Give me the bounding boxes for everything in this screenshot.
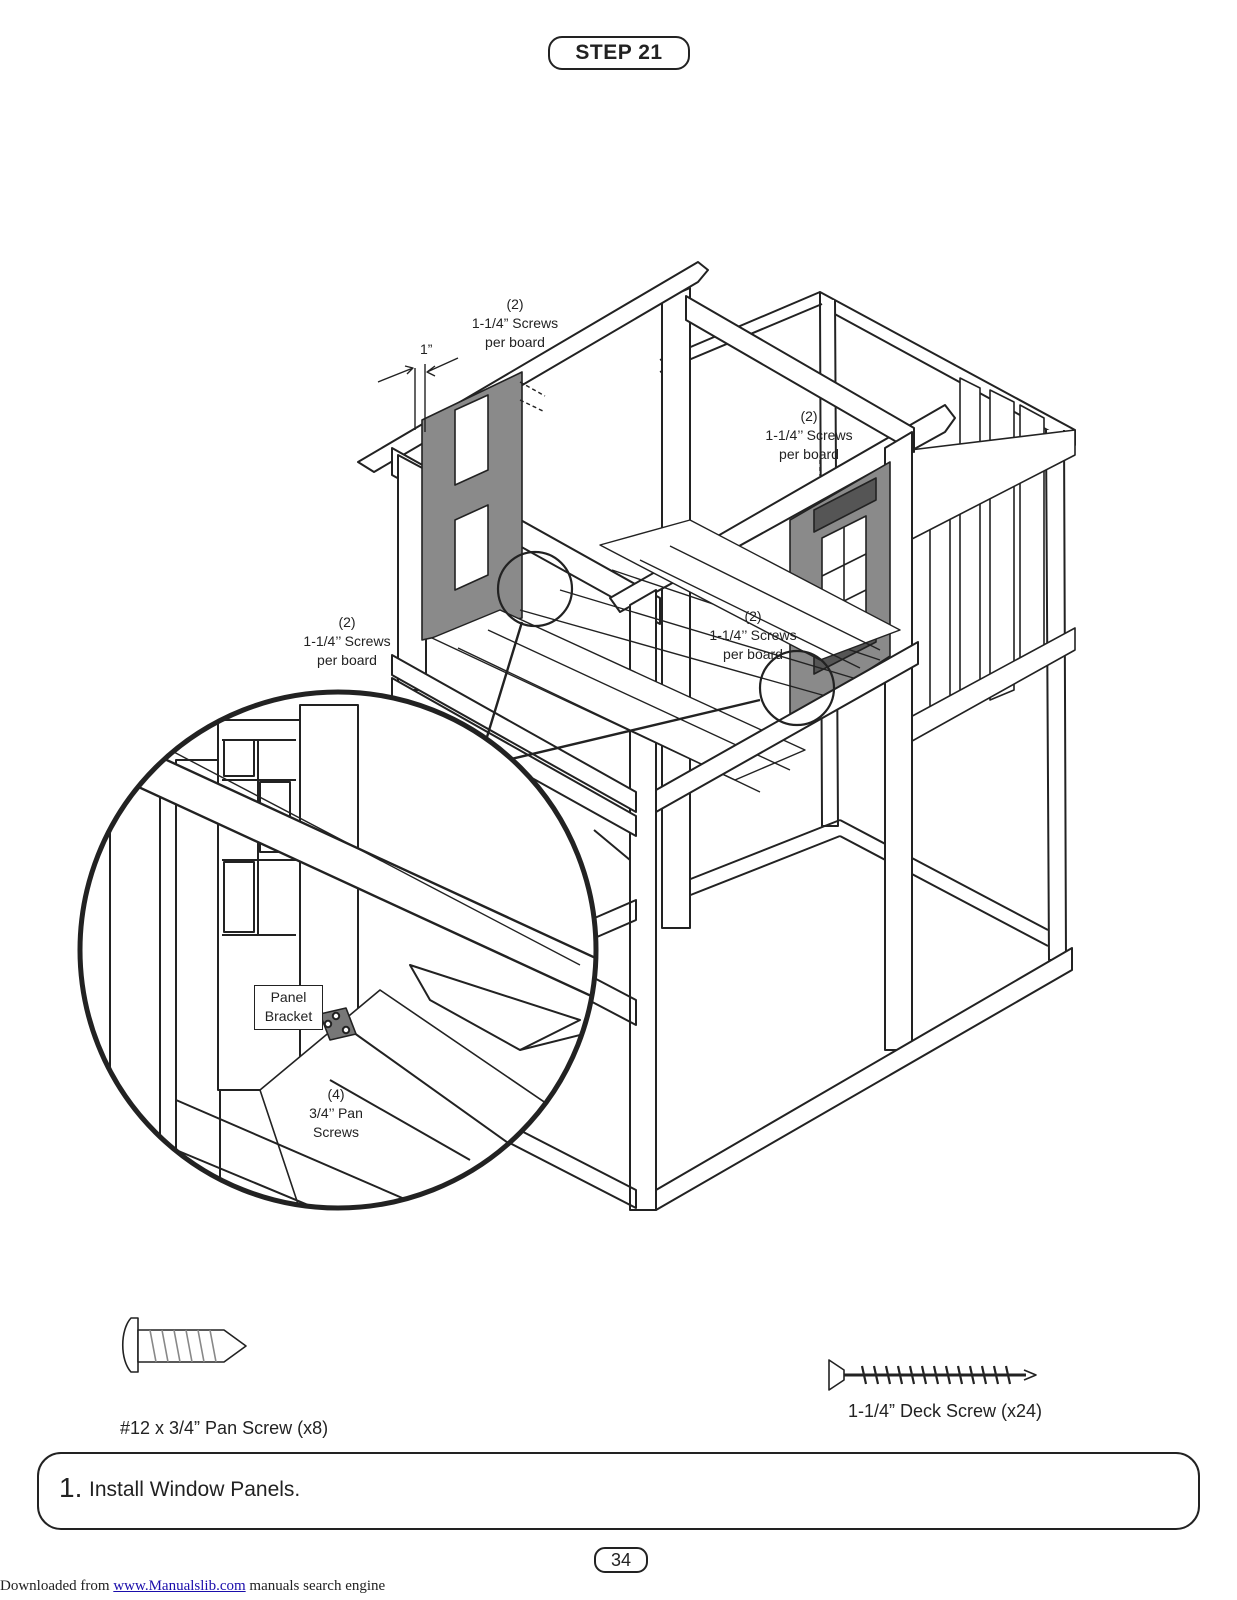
manualslib-link[interactable]: www.Manualslib.com [113, 1578, 246, 1594]
callout-count: (2) [800, 408, 818, 424]
callout-unit: per board [779, 446, 839, 462]
callout-unit: per board [485, 334, 545, 350]
instruction-text: Install Window Panels. [89, 1478, 301, 1501]
callout-unit: per board [723, 646, 783, 662]
panel-bracket-line1: Panel [270, 989, 307, 1005]
callout-screws-top-left: (2) 1-1/4” Screws per board [460, 295, 570, 352]
pan-screw-label: #12 x 3/4” Pan Screw (x8) [120, 1418, 329, 1438]
instruction-box: 1. Install Window Panels. [37, 1452, 1200, 1530]
left-window-panel [421, 371, 523, 641]
page-number: 34 [594, 1547, 648, 1573]
deck-screw-label: 1-1/4” Deck Screw (x24) [848, 1401, 1043, 1421]
callout-size: 1-1/4’’ Screws [303, 633, 391, 649]
detail-circle-left [496, 550, 574, 628]
callout-screws-top-right: (2) 1-1/4’’ Screws per board [754, 407, 864, 464]
callout-count: (2) [338, 614, 356, 630]
panel-bracket-line2: Bracket [264, 1008, 313, 1024]
footer-suffix: manuals search engine [245, 1578, 386, 1594]
callout-pan-screws: (4) 3/4’’ Pan Screws [296, 1085, 376, 1142]
callout-size: 1-1/4” Screws [471, 315, 559, 331]
footer-prefix: Downloaded from [0, 1578, 114, 1594]
detail-circle-right [758, 649, 836, 727]
dimension-label: 1” [420, 341, 433, 357]
callout-size: 1-1/4’’ Screws [765, 427, 853, 443]
callout-unit: Screws [313, 1124, 359, 1140]
step-title: STEP 21 [548, 36, 690, 70]
callout-size: 3/4’’ Pan [309, 1105, 363, 1121]
panel-bracket-label: Panel Bracket [254, 985, 323, 1030]
deck-screw-icon [828, 1359, 1037, 1391]
right-wall-slats [904, 377, 1076, 746]
instruction-number: 1. [59, 1472, 83, 1503]
download-footer: Downloaded from www.Manualslib.com manua… [0, 1578, 385, 1595]
callout-count: (4) [327, 1086, 345, 1102]
callout-unit: per board [317, 652, 377, 668]
pan-screw-icon [121, 1317, 247, 1373]
zoom-detail [77, 689, 599, 1211]
callout-count: (2) [506, 296, 524, 312]
dimension-arrows [377, 357, 821, 476]
deck-beams [391, 641, 919, 837]
base-frame [499, 829, 1073, 1211]
callout-count: (2) [744, 608, 762, 624]
callout-screws-left: (2) 1-1/4’’ Screws per board [292, 613, 402, 670]
callout-screws-middle-right: (2) 1-1/4’’ Screws per board [698, 607, 808, 664]
deck-boards [431, 519, 901, 793]
callout-size: 1-1/4’’ Screws [709, 627, 797, 643]
